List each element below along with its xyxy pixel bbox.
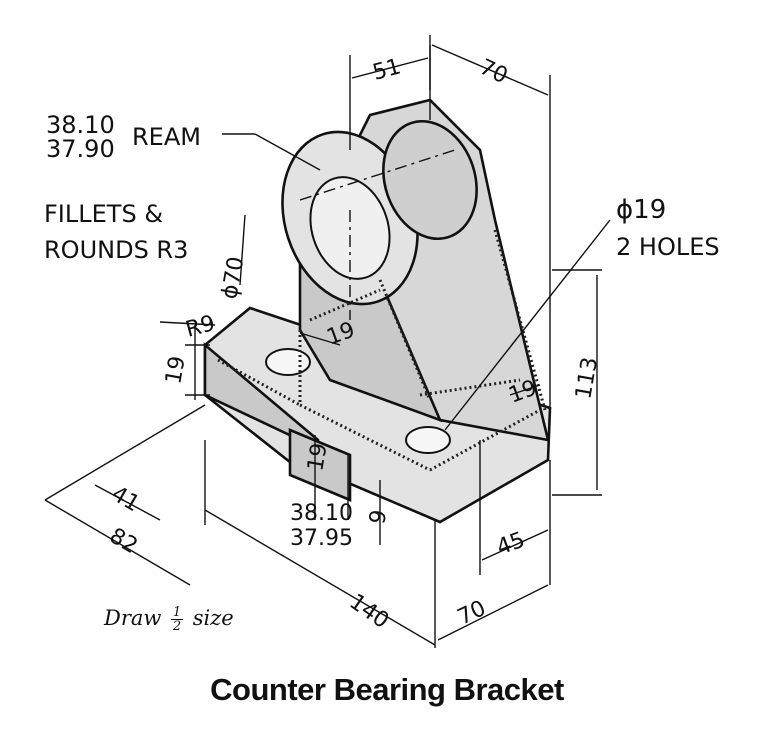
dim-51: 51 — [370, 54, 404, 85]
bracket-body — [203, 98, 552, 524]
dim-9: 9 — [365, 508, 392, 526]
dim-70-bottom: 70 — [454, 596, 490, 630]
dimension-lines — [44, 35, 611, 648]
drawing-title: Counter Bearing Bracket — [210, 672, 564, 707]
scale-note-suffix: size — [192, 606, 234, 630]
scale-note: Draw 1 2 size — [104, 606, 234, 633]
fraction-numerator: 1 — [172, 605, 182, 620]
hole-right — [405, 426, 451, 454]
fillets-label-line2: ROUNDS R3 — [44, 236, 188, 264]
base-step — [288, 428, 352, 502]
dim-37-95: 37.95 — [290, 526, 353, 551]
holes-diameter: ϕ19 — [616, 195, 666, 225]
dim-41: 41 — [107, 482, 144, 518]
fraction-denominator: 2 — [172, 619, 182, 634]
ream-label: REAM — [132, 123, 201, 151]
dim-38-10: 38.10 — [290, 501, 353, 526]
dim-19-left: 19 — [161, 354, 190, 386]
ream-size-top: 38.10 — [46, 111, 115, 139]
holes-count: 2 HOLES — [616, 233, 720, 261]
hole-left — [265, 348, 311, 376]
dim-19-mid: 19 — [303, 441, 332, 473]
scale-note-prefix: Draw — [104, 606, 162, 630]
scale-fraction: 1 2 — [171, 605, 184, 634]
fillets-label-line1: FILLETS & — [44, 200, 163, 228]
ream-size-bottom: 37.90 — [46, 135, 115, 163]
dim-70-diameter: ϕ70 — [217, 255, 249, 301]
dim-113: 113 — [571, 355, 603, 401]
dim-70-top: 70 — [475, 55, 511, 89]
dim-45: 45 — [494, 528, 529, 561]
fillet-marks — [217, 229, 547, 472]
